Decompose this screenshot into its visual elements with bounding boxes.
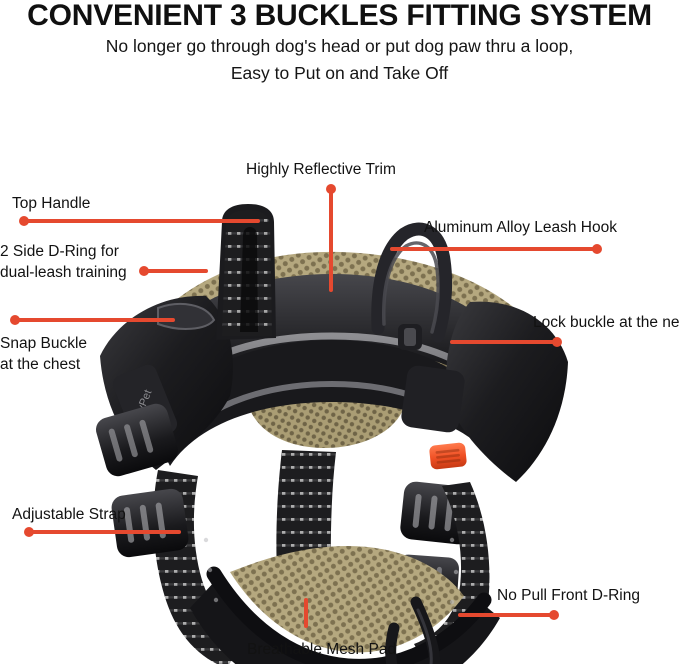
breathable-mesh-pad [190, 546, 500, 664]
header: CONVENIENT 3 BUCKLES FITTING SYSTEM No l… [0, 0, 679, 87]
reflective-accents [203, 537, 459, 605]
callout-label-snap-buckle-1: Snap Buckle [0, 335, 88, 352]
leader-dot-reflective-trim [326, 184, 336, 194]
leader-dot-side-d-ring [139, 266, 149, 276]
subtitle-line-2: Easy to Put on and Take Off [230, 63, 449, 83]
no-pull-front-d-ring [385, 596, 441, 664]
callout-label-lock-buckle: Lock buckle at the neck [533, 314, 679, 331]
lock-buckle [429, 442, 467, 470]
product-image: PoyPet [96, 204, 568, 664]
leader-line-leash-hook [390, 247, 597, 251]
callout-label-adjustable-strap: Adjustable Strap [12, 506, 126, 523]
aluminum-alloy-leash-hook [371, 222, 453, 350]
leader-dot-top-handle [19, 216, 29, 226]
side-d-ring [157, 303, 216, 330]
callout-label-snap-buckle-2: at the chest [0, 356, 81, 373]
leader-line-side-d-ring [144, 269, 208, 273]
callout-label-front-d-ring: No Pull Front D-Ring [497, 587, 640, 604]
callout-label-mesh-pad: Breathable Mesh Pad [247, 641, 397, 658]
callout-label-side-d-ring-1: 2 Side D-Ring for [0, 243, 119, 260]
leader-line-adjustable-strap [29, 530, 181, 534]
callout-label-top-handle: Top Handle [12, 195, 91, 212]
callout-label-leash-hook: Aluminum Alloy Leash Hook [424, 219, 617, 236]
page-title: CONVENIENT 3 BUCKLES FITTING SYSTEM [27, 0, 652, 32]
top-handle [216, 204, 276, 340]
leader-dot-front-d-ring [549, 610, 559, 620]
right-shoulder-assembly [395, 301, 568, 610]
leader-dot-leash-hook [592, 244, 602, 254]
leader-line-reflective-trim [329, 190, 333, 292]
leader-dot-snap-buckle [10, 315, 20, 325]
subtitle-line-1: No longer go through dog's head or put d… [105, 36, 574, 56]
leader-line-lock-buckle [450, 340, 557, 344]
leader-dot-adjustable-strap [24, 527, 34, 537]
leader-dot-lock-buckle [552, 337, 562, 347]
left-adjustable-strap [96, 403, 250, 664]
leader-line-front-d-ring [458, 613, 556, 617]
leader-line-top-handle [24, 219, 260, 223]
harness-body: PoyPet [96, 204, 568, 664]
leader-line-mesh-pad [304, 598, 308, 628]
callout-label-side-d-ring-2: dual-leash training [0, 264, 127, 281]
leader-line-snap-buckle [15, 318, 175, 322]
callout-label-reflective-trim: Highly Reflective Trim [246, 161, 396, 178]
